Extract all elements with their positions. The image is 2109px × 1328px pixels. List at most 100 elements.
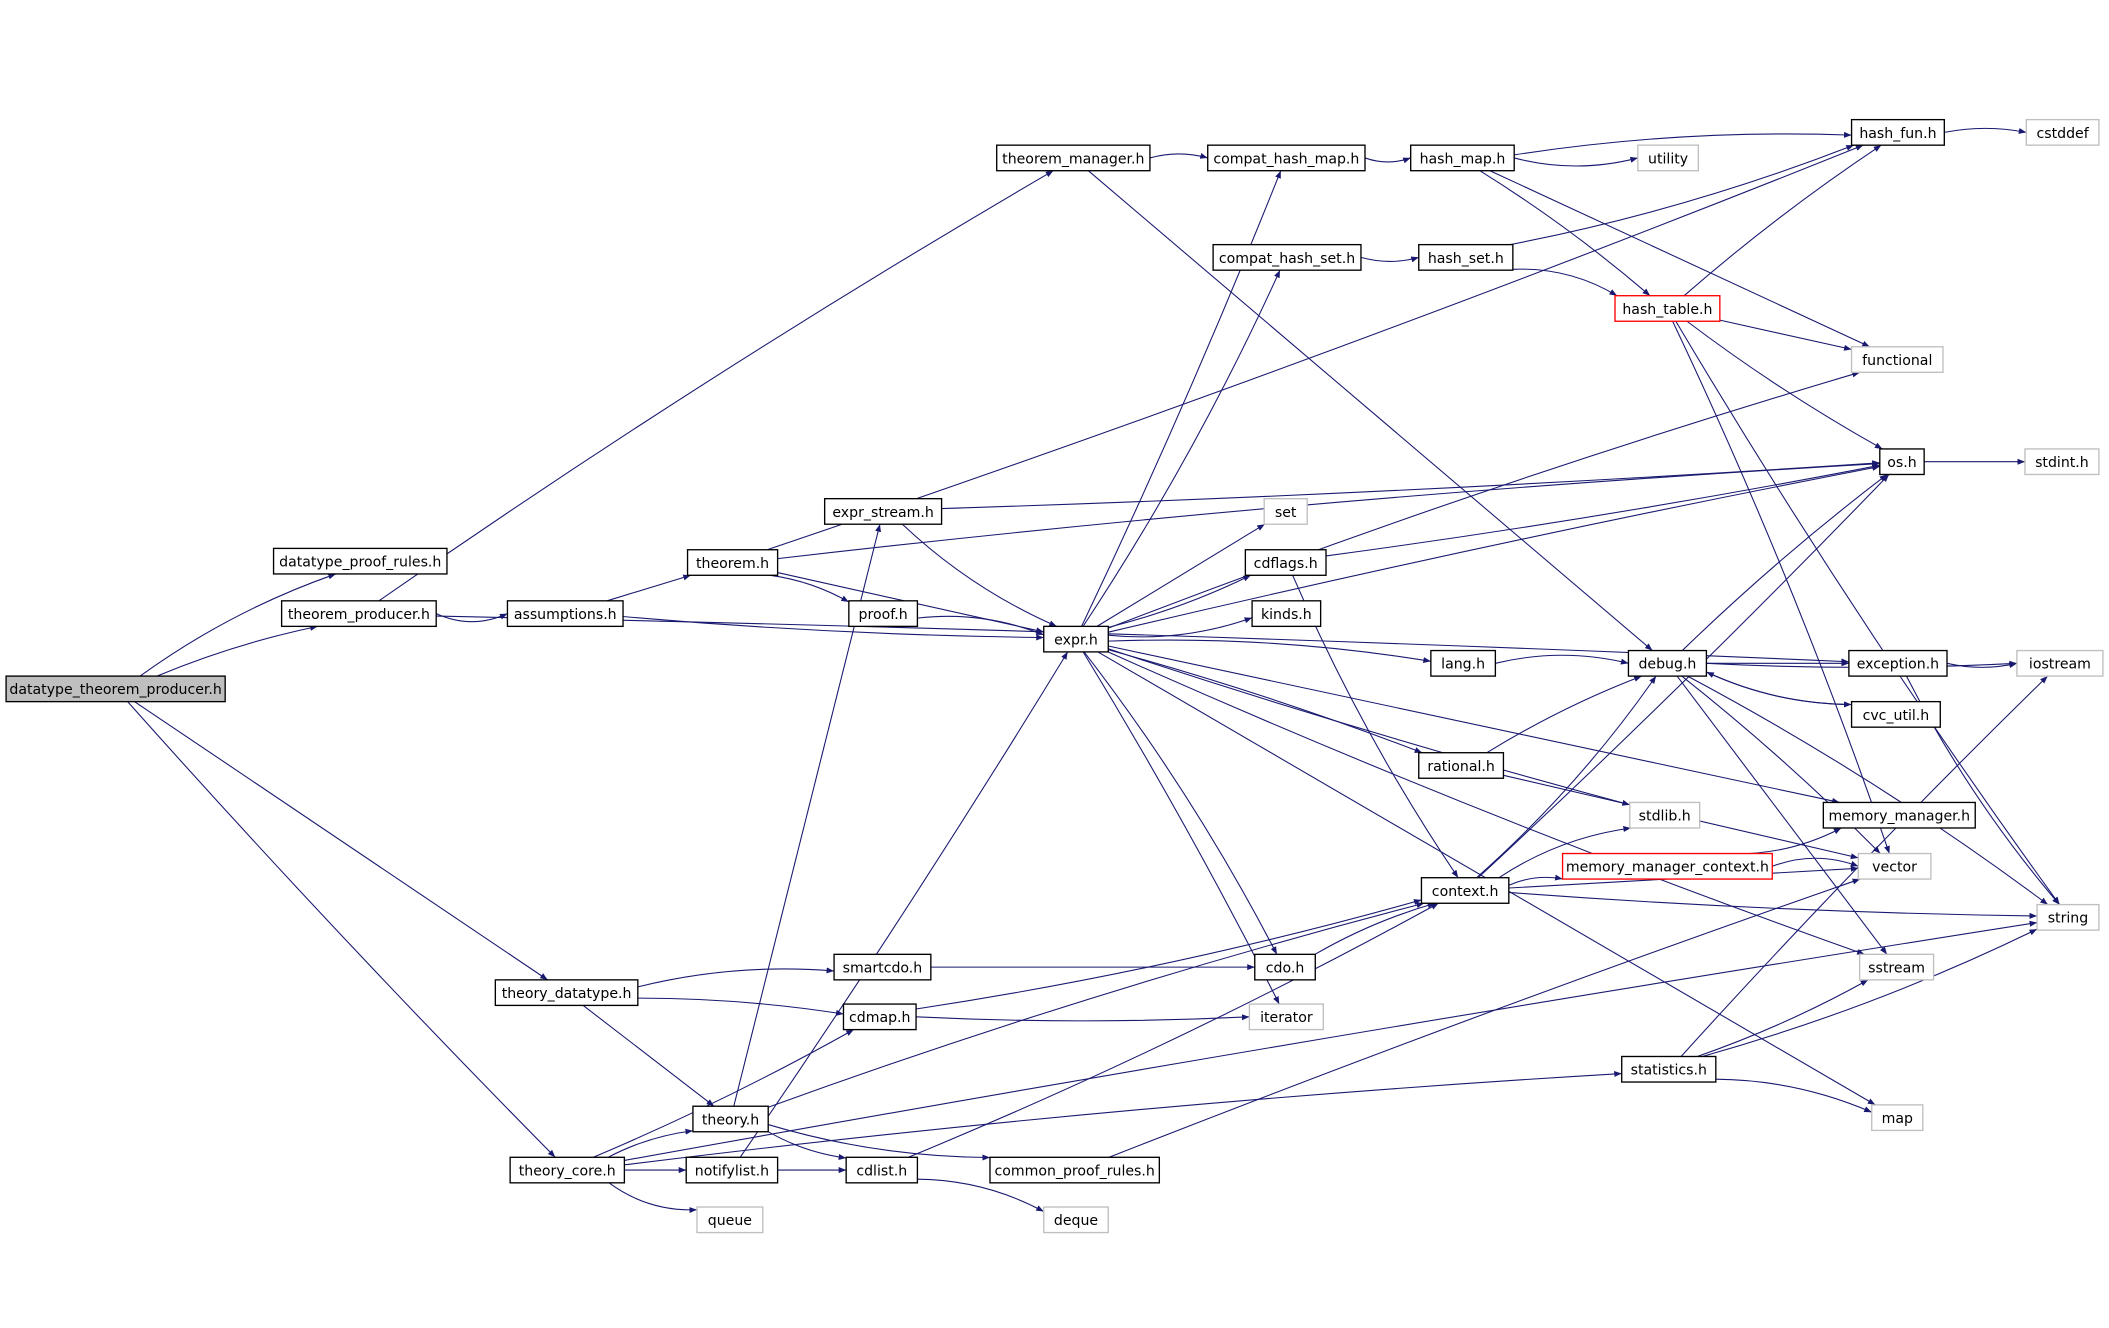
edge-context-to-debug — [1476, 675, 1657, 879]
node-hash-table-h[interactable]: hash_table.h — [1614, 295, 1721, 322]
node-iterator[interactable]: iterator — [1248, 1003, 1324, 1031]
node-hash-set-h[interactable]: hash_set.h — [1418, 243, 1514, 271]
edge-cdmap-to-context — [915, 899, 1422, 1010]
node-cstddef[interactable]: cstddef — [2025, 118, 2100, 146]
node-map[interactable]: map — [1871, 1104, 1924, 1132]
node-label: string — [2048, 911, 2089, 927]
node-box — [1418, 243, 1514, 271]
node-label: hash_table.h — [1622, 302, 1712, 318]
node-cdflags-h[interactable]: cdflags.h — [1244, 549, 1327, 576]
node-compat-hash-set-h[interactable]: compat_hash_set.h — [1212, 243, 1362, 271]
edge-proof-to-expr — [917, 615, 1044, 636]
node-deque[interactable]: deque — [1043, 1206, 1109, 1234]
node-theory-h[interactable]: theory.h — [692, 1105, 769, 1133]
node-memory-manager-context-h[interactable]: memory_manager_context.h — [1561, 852, 1773, 880]
edge-dtp-to-tcore — [127, 701, 556, 1158]
node-theory-core-h[interactable]: theory_core.h — [509, 1156, 626, 1184]
node-label: memory_manager_context.h — [1566, 860, 1769, 876]
edge-lang-to-debug — [1495, 654, 1629, 665]
edge-notify-to-expr — [739, 651, 1069, 1158]
node-common-proof-rules-h[interactable]: common_proof_rules.h — [989, 1156, 1161, 1184]
node-cdlist-h[interactable]: cdlist.h — [845, 1156, 919, 1184]
node-label: iterator — [1260, 1010, 1313, 1026]
node-utility[interactable]: utility — [1637, 144, 1700, 172]
node-expr-stream-h[interactable]: expr_stream.h — [823, 498, 943, 525]
node-proof-h[interactable]: proof.h — [848, 600, 919, 628]
node-sstream[interactable]: sstream — [1858, 953, 1935, 981]
node-label: cstddef — [2036, 126, 2089, 142]
node-queue[interactable]: queue — [696, 1206, 764, 1234]
edge-tcore-to-string — [624, 920, 2038, 1161]
node-label: rational.h — [1427, 759, 1494, 775]
edge-hmap-to-functional — [1489, 170, 1870, 348]
node-hash-map-h[interactable]: hash_map.h — [1410, 144, 1515, 172]
node-cvc-util-h[interactable]: cvc_util.h — [1850, 700, 1941, 728]
node-stdlib-h[interactable]: stdlib.h — [1629, 801, 1701, 829]
node-exception-h[interactable]: exception.h — [1848, 649, 1948, 677]
edge-cpr-to-vector — [1108, 878, 1861, 1158]
edge-htable-to-functional — [1719, 319, 1852, 351]
node-string[interactable]: string — [2036, 903, 2100, 931]
node-cdmap-h[interactable]: cdmap.h — [842, 1003, 917, 1031]
node-label: theory.h — [702, 1112, 759, 1128]
node-theory-datatype-h[interactable]: theory_datatype.h — [494, 979, 639, 1007]
node-label: set — [1275, 505, 1297, 521]
node-label: notifylist.h — [695, 1163, 769, 1179]
node-datatype-proof-rules-h[interactable]: datatype_proof_rules.h — [272, 547, 448, 575]
node-statistics-h[interactable]: statistics.h — [1621, 1055, 1717, 1083]
edge-htable-to-hfun — [1683, 144, 1882, 297]
node-theorem-producer-h[interactable]: theorem_producer.h — [280, 600, 437, 628]
node-smartcdo-h[interactable]: smartcdo.h — [833, 953, 932, 981]
edge-estream-to-expr — [902, 523, 1057, 627]
node-notifylist-h[interactable]: notifylist.h — [685, 1156, 779, 1184]
node-compat-hash-map-h[interactable]: compat_hash_map.h — [1207, 144, 1366, 172]
node-box — [494, 979, 639, 1007]
node-cdo-h[interactable]: cdo.h — [1254, 953, 1316, 981]
node-assumptions-h[interactable]: assumptions.h — [506, 600, 624, 628]
node-expr-h[interactable]: expr.h — [1043, 625, 1109, 653]
node-box — [1858, 953, 1935, 981]
node-box — [842, 1003, 917, 1031]
node-os-h[interactable]: os.h — [1879, 448, 1925, 476]
node-kinds-h[interactable]: kinds.h — [1251, 600, 1322, 628]
node-label: theory_datatype.h — [502, 986, 632, 1002]
node-context-h[interactable]: context.h — [1420, 877, 1510, 904]
node-lang-h[interactable]: lang.h — [1430, 649, 1497, 677]
node-box — [1857, 852, 1932, 880]
node-box — [1248, 1003, 1324, 1031]
node-label: cdmap.h — [849, 1010, 911, 1026]
node-rational-h[interactable]: rational.h — [1418, 752, 1505, 779]
node-vector[interactable]: vector — [1857, 852, 1932, 880]
edge-context-to-os — [1477, 474, 1890, 879]
node-theorem-manager-h[interactable]: theorem_manager.h — [996, 144, 1151, 172]
node-functional[interactable]: functional — [1850, 346, 1944, 373]
node-box — [692, 1105, 769, 1133]
node-label: theorem.h — [696, 556, 769, 572]
node-datatype-theorem-producer-h[interactable]: datatype_theorem_producer.h — [5, 675, 226, 703]
edge-exception-to-iostream — [1946, 662, 2018, 668]
node-memory-manager-h[interactable]: memory_manager.h — [1822, 801, 1976, 829]
node-theorem-h[interactable]: theorem.h — [686, 549, 779, 576]
edge-stats-to-map — [1715, 1078, 1872, 1113]
edge-debug-to-sstream — [1676, 675, 1888, 955]
node-box — [2025, 118, 2100, 146]
edge-tmgr-to-debug — [1087, 170, 1653, 651]
node-iostream[interactable]: iostream — [2016, 649, 2104, 677]
node-box — [848, 600, 919, 628]
node-hash-fun-h[interactable]: hash_fun.h — [1850, 118, 1945, 146]
edge-cdlist-to-deque — [917, 1178, 1045, 1213]
node-label: stdlib.h — [1639, 809, 1691, 825]
edge-expr-to-lang — [1108, 639, 1431, 664]
node-label: theorem_manager.h — [1002, 151, 1144, 167]
node-debug-h[interactable]: debug.h — [1627, 649, 1708, 677]
node-label: theory_core.h — [519, 1163, 616, 1179]
node-box — [1879, 448, 1925, 476]
node-box — [1254, 953, 1316, 981]
node-box — [506, 600, 624, 628]
edge-tmgr-to-chm — [1149, 153, 1208, 159]
node-set[interactable]: set — [1263, 498, 1308, 525]
node-box — [509, 1156, 626, 1184]
edge-hset-to-htable — [1512, 268, 1618, 297]
node-stdint-h[interactable]: stdint.h — [2024, 448, 2100, 476]
